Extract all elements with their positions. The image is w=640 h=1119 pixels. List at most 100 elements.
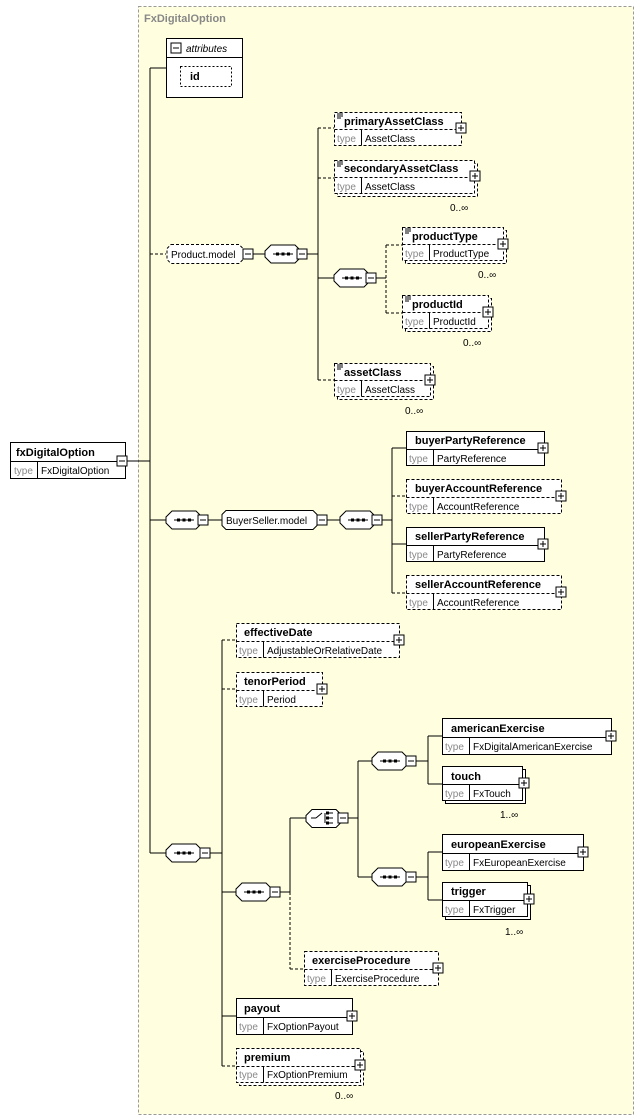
element-type: FxTrigger bbox=[473, 905, 516, 916]
cardinality: 0..∞ bbox=[405, 406, 423, 417]
element-type: AccountReference bbox=[437, 502, 520, 513]
collapse-toggle-icon[interactable] bbox=[296, 248, 308, 260]
expand-toggle-icon[interactable] bbox=[316, 683, 328, 695]
group-label: BuyerSeller.model bbox=[226, 516, 307, 527]
element-touch[interactable]: touch type FxTouch 1..∞ bbox=[442, 766, 530, 822]
collapse-toggle-icon[interactable] bbox=[199, 847, 211, 859]
element-secondaryAssetClass[interactable]: secondaryAssetClass type AssetClass 0..∞ bbox=[334, 160, 481, 215]
element-premium[interactable]: premium type FxOptionPremium 0..∞ bbox=[236, 1048, 366, 1103]
element-name: productType bbox=[412, 231, 478, 243]
element-primaryAssetClass[interactable]: primaryAssetClass type AssetClass bbox=[334, 112, 467, 146]
element-name: payout bbox=[244, 1003, 280, 1015]
group-label: Product.model bbox=[171, 250, 235, 261]
element-type: AssetClass bbox=[365, 134, 415, 145]
collapse-toggle-icon[interactable] bbox=[116, 455, 128, 467]
element-type: Period bbox=[267, 695, 296, 706]
expand-toggle-icon[interactable] bbox=[455, 122, 467, 134]
element-sellerAccountReference[interactable]: sellerAccountReference type AccountRefer… bbox=[406, 575, 567, 610]
type-label: type bbox=[337, 182, 356, 193]
element-exerciseProcedure[interactable]: exerciseProcedure type ExerciseProcedure bbox=[304, 951, 444, 986]
element-buyerPartyReference[interactable]: buyerPartyReference type PartyReference bbox=[406, 431, 549, 466]
cardinality: 0..∞ bbox=[335, 1091, 353, 1102]
element-buyerAccountReference[interactable]: buyerAccountReference type AccountRefere… bbox=[406, 479, 567, 514]
element-name: trigger bbox=[451, 886, 487, 898]
element-name: primaryAssetClass bbox=[344, 116, 444, 128]
element-type: ProductType bbox=[433, 249, 490, 260]
element-tenorPeriod[interactable]: tenorPeriod type Period bbox=[236, 672, 328, 707]
collapse-toggle-icon[interactable] bbox=[365, 272, 377, 284]
element-effectiveDate[interactable]: effectiveDate type AdjustableOrRelativeD… bbox=[236, 623, 405, 658]
collapse-toggle-icon[interactable] bbox=[337, 812, 349, 824]
collapse-toggle-icon[interactable] bbox=[242, 248, 254, 260]
element-name: premium bbox=[244, 1052, 291, 1064]
expand-toggle-icon[interactable] bbox=[523, 893, 535, 905]
expand-toggle-icon[interactable] bbox=[518, 777, 530, 789]
attribute-id: id bbox=[190, 71, 200, 83]
cardinality: 1..∞ bbox=[505, 927, 523, 938]
type-label: type bbox=[307, 974, 326, 985]
expand-toggle-icon[interactable] bbox=[537, 442, 549, 454]
element-type: FxTouch bbox=[473, 789, 511, 800]
expand-toggle-icon[interactable] bbox=[424, 374, 436, 386]
type-label: type bbox=[239, 646, 258, 657]
element-payout[interactable]: payout type FxOptionPayout bbox=[236, 998, 358, 1035]
root-element[interactable]: fxDigitalOption type FxDigitalOption bbox=[10, 442, 128, 479]
group-product-model[interactable]: Product.model bbox=[166, 244, 254, 264]
expand-toggle-icon[interactable] bbox=[469, 170, 481, 182]
expand-toggle-icon[interactable] bbox=[354, 1059, 366, 1071]
collapse-toggle-icon[interactable] bbox=[371, 514, 383, 526]
collapse-toggle-icon[interactable] bbox=[197, 514, 209, 526]
element-productType[interactable]: productType type ProductType 0..∞ bbox=[402, 227, 509, 282]
element-name: productId bbox=[412, 299, 463, 311]
type-label: type bbox=[239, 695, 258, 706]
type-label: type bbox=[405, 249, 424, 260]
element-type: FxDigitalAmericanExercise bbox=[473, 742, 593, 753]
type-label: type bbox=[445, 742, 464, 753]
type-label: type bbox=[445, 789, 464, 800]
expand-toggle-icon[interactable] bbox=[555, 586, 567, 598]
expand-toggle-icon[interactable] bbox=[432, 962, 444, 974]
expand-toggle-icon[interactable] bbox=[577, 846, 589, 858]
element-type: AssetClass bbox=[365, 182, 415, 193]
element-name: sellerPartyReference bbox=[415, 531, 524, 543]
element-americanExercise[interactable]: americanExercise type FxDigitalAmericanE… bbox=[442, 718, 617, 755]
element-name: secondaryAssetClass bbox=[344, 163, 458, 175]
cardinality: 0..∞ bbox=[463, 338, 481, 349]
collapse-toggle-icon[interactable] bbox=[170, 42, 182, 54]
element-productId[interactable]: productId type ProductId 0..∞ bbox=[402, 295, 494, 350]
element-type: PartyReference bbox=[437, 550, 507, 561]
collapse-toggle-icon[interactable] bbox=[405, 871, 417, 883]
element-type: AssetClass bbox=[365, 385, 415, 396]
element-sellerPartyReference[interactable]: sellerPartyReference type PartyReference bbox=[406, 527, 549, 562]
element-name: assetClass bbox=[344, 367, 402, 379]
cardinality: 0..∞ bbox=[478, 270, 496, 281]
collapse-toggle-icon[interactable] bbox=[269, 886, 281, 898]
cardinality: 0..∞ bbox=[450, 203, 468, 214]
cardinality: 1..∞ bbox=[500, 810, 518, 821]
element-name: touch bbox=[451, 771, 481, 783]
expand-toggle-icon[interactable] bbox=[497, 238, 509, 250]
root-type-label: type bbox=[14, 466, 33, 477]
element-assetClass[interactable]: assetClass type AssetClass 0..∞ bbox=[334, 363, 436, 418]
expand-toggle-icon[interactable] bbox=[482, 306, 494, 318]
element-type: PartyReference bbox=[437, 454, 507, 465]
element-europeanExercise[interactable]: europeanExercise type FxEuropeanExercise bbox=[442, 834, 589, 871]
element-trigger[interactable]: trigger type FxTrigger 1..∞ bbox=[442, 882, 535, 939]
collapse-toggle-icon[interactable] bbox=[316, 514, 328, 526]
element-name: buyerAccountReference bbox=[415, 483, 542, 495]
expand-toggle-icon[interactable] bbox=[555, 490, 567, 502]
root-name: fxDigitalOption bbox=[16, 447, 95, 459]
type-label: type bbox=[445, 858, 464, 869]
expand-toggle-icon[interactable] bbox=[346, 1010, 358, 1022]
expand-toggle-icon[interactable] bbox=[393, 634, 405, 646]
root-type: FxDigitalOption bbox=[41, 466, 109, 477]
type-label: type bbox=[445, 905, 464, 916]
connector-lines bbox=[127, 67, 442, 1067]
collapse-toggle-icon[interactable] bbox=[405, 755, 417, 767]
attributes-label: attributes bbox=[186, 44, 227, 55]
group-buyerseller-model[interactable]: BuyerSeller.model bbox=[221, 510, 328, 530]
expand-toggle-icon[interactable] bbox=[605, 730, 617, 742]
expand-toggle-icon[interactable] bbox=[537, 538, 549, 550]
element-name: effectiveDate bbox=[244, 627, 312, 639]
element-name: europeanExercise bbox=[451, 839, 546, 851]
